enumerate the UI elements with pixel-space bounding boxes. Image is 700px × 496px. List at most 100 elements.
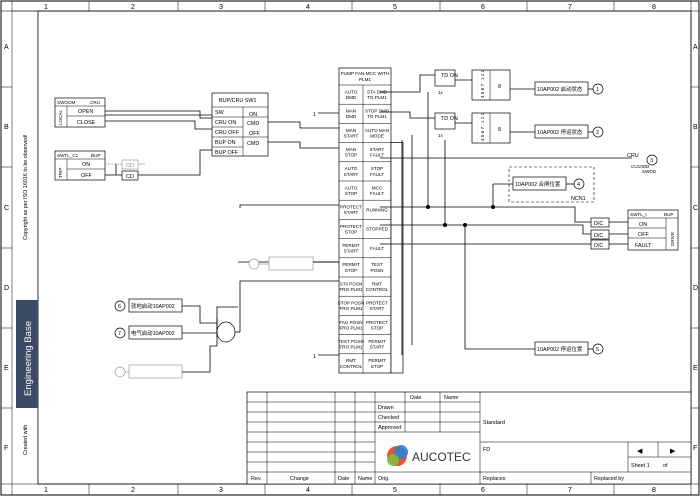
output-num: 5	[596, 347, 599, 353]
row-label-right: C	[693, 205, 698, 212]
swtl-c1-row-on: ON	[82, 162, 90, 168]
bup-row-label: SW	[215, 110, 225, 116]
tb-date2: Date	[338, 476, 349, 482]
col-label-bottom: 3	[219, 487, 223, 494]
dc-boxes: D/C D/C D/C	[590, 217, 610, 250]
cd-boxes: CD CD	[105, 159, 145, 181]
title-block: Date Name Drawn Checked Approved Standar…	[246, 391, 692, 485]
dc-label: D/C	[594, 233, 603, 239]
left-connectors: 6 就地启动10AP002 7 电气启动10AP002	[114, 256, 339, 379]
output-label: 10AP002 停运状态	[537, 128, 583, 136]
col-label-top: 4	[306, 4, 310, 11]
bup-row-value: ON	[249, 112, 257, 118]
swtl-i-title: SWTL_I	[630, 212, 647, 217]
column-ruler: 1 2 3 4 5 6 7 8 1 2 3 4 5 6 7 8	[44, 1, 656, 495]
row-label-right: F	[693, 445, 697, 452]
swtl-c1-title: SWTL_C1	[57, 153, 79, 158]
row-label-right: D	[693, 285, 698, 292]
tb-name2: Name	[358, 476, 372, 482]
block-swoom[interactable]: SWOOM CRU LOCAL OPEN CLOSE	[54, 97, 106, 128]
td-source: 1x	[438, 133, 444, 138]
col-label-top: 7	[568, 4, 572, 11]
output-label: 10AP002 启动状态	[537, 85, 583, 93]
block-swtl-c1[interactable]: SWTL_C1 BUP TRIP ON OFF	[54, 150, 106, 181]
swoom-title: SWOOM	[57, 100, 76, 105]
swoom-row-open: OPEN	[78, 109, 93, 115]
tb-checked: Checked	[378, 415, 399, 421]
col-label-top: 3	[219, 4, 223, 11]
tb-nav-next[interactable]: ▶	[670, 448, 676, 455]
swtl-c1-row-off: OFF	[81, 173, 92, 179]
wiring: 1 1	[105, 74, 632, 360]
tb-approved: Approved	[378, 425, 401, 431]
cru-num: 3	[650, 158, 653, 164]
bup-row-label: BUP OFF	[215, 150, 239, 156]
bup-row-value: CMD	[247, 141, 259, 147]
col-label-bottom: 6	[481, 487, 485, 494]
output-num: 2	[596, 130, 599, 136]
cd-label: CD	[126, 163, 134, 169]
bup-row-label: CRU OFF	[215, 130, 240, 136]
swoom-title-right: CRU	[90, 100, 100, 105]
brand-band-label: Engineering Base	[23, 321, 34, 396]
td-source: 1x	[438, 90, 444, 95]
block-swtl-i[interactable]: SWTL_I BUP DRIVE ON OFF FAULT	[627, 209, 679, 251]
dc-label: D/C	[594, 221, 603, 227]
tb-doc: FD	[483, 447, 490, 453]
ladder-output-label: RUNNING	[366, 207, 388, 212]
pulse-a-pins: 4 5 6 7	[480, 84, 485, 98]
tb-replaced-by: Replaced by	[594, 476, 624, 482]
mid-label: 10AP002 合闸位置	[515, 180, 561, 188]
bup-row-label: BUP ON	[215, 140, 236, 146]
copyright-note: Copyright as per ISO 16016 to be observe…	[23, 134, 29, 240]
left-label: 电气启动10AP002	[131, 329, 175, 337]
bup-cru-title: BUP/CRU SW1	[219, 98, 256, 104]
pulse-a-bottom: 1 2 1	[480, 69, 485, 80]
col-label-bottom: 1	[44, 487, 48, 494]
row-label-left: F	[4, 445, 8, 452]
col-label-bottom: 8	[652, 487, 656, 494]
cru-sub: CU10DD	[631, 164, 650, 169]
tb-name: Name	[444, 395, 458, 401]
pulse-b-pins: 4 5 6 7	[480, 127, 485, 141]
row-label-left: E	[4, 365, 9, 372]
row-label-left: D	[4, 285, 9, 292]
output-num: 1	[596, 87, 599, 93]
pin-1c: 1	[313, 354, 316, 360]
col-label-top: 6	[481, 4, 485, 11]
left-label: 就地启动10AP002	[131, 302, 175, 310]
col-label-top: 5	[393, 4, 397, 11]
ncn-label: NCN1	[571, 196, 586, 202]
swoom-row-close: CLOSE	[77, 120, 96, 126]
dc-label: D/C	[594, 243, 603, 249]
swtl-i-side: DRIVE	[670, 232, 675, 246]
ladder-output-label: FAULT	[370, 246, 384, 251]
col-label-top: 1	[44, 4, 48, 11]
row-label-right: B	[693, 124, 698, 131]
block-bup-cru-sw[interactable]: BUP/CRU SW1 SW CRU ON CRU OFF BUP ON BUP…	[211, 92, 269, 157]
ladder-frame	[338, 67, 392, 374]
side-strip: Copyright as per ISO 16016 to be observe…	[12, 10, 38, 455]
created-with-label: Created with	[23, 425, 29, 455]
row-ruler: A B C D E F A B C D E F	[1, 44, 699, 452]
td-label: TD ON	[441, 116, 458, 122]
td-blocks: TD ON TD ON 1x 1x	[434, 69, 458, 138]
tb-nav-prev[interactable]: ◀	[637, 448, 643, 455]
swtl-c1-side: TRIP	[58, 168, 63, 178]
row-label-left: C	[4, 205, 9, 212]
